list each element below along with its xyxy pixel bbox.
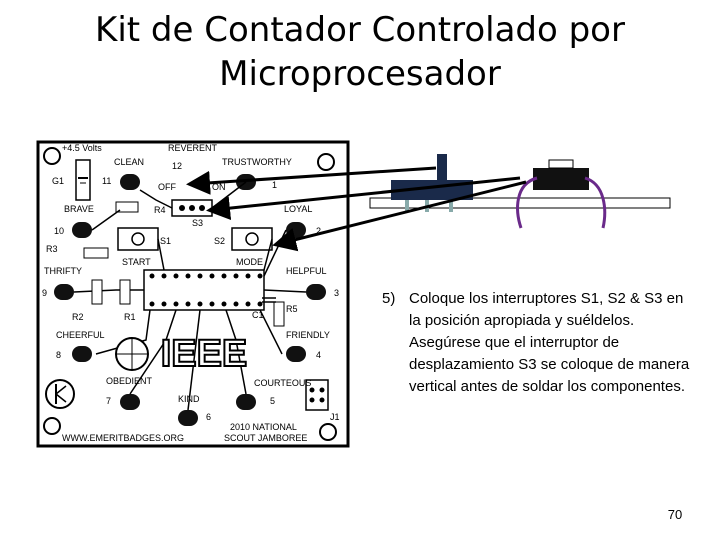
label-n6: 6 bbox=[206, 412, 211, 422]
label-clean: CLEAN bbox=[114, 157, 144, 167]
label-r2: R2 bbox=[72, 312, 84, 322]
label-n11: 11 bbox=[102, 176, 111, 186]
label-brave: BRAVE bbox=[64, 204, 94, 214]
label-n1: 1 bbox=[272, 180, 277, 190]
label-r5: R5 bbox=[286, 304, 298, 314]
r4-resistor bbox=[115, 201, 139, 213]
label-kind: KIND bbox=[178, 394, 200, 404]
led-5-icon bbox=[236, 394, 256, 410]
label-thrifty: THRIFTY bbox=[44, 266, 82, 276]
r5-resistor bbox=[273, 301, 285, 327]
label-s2: S2 bbox=[214, 236, 225, 246]
pushbutton-icon bbox=[533, 168, 589, 190]
label-on: ON bbox=[212, 182, 226, 192]
page-number: 70 bbox=[667, 507, 683, 522]
ieee-logo: IEEE bbox=[115, 332, 248, 376]
label-off: OFF bbox=[158, 182, 176, 192]
r3-resistor bbox=[83, 247, 109, 259]
label-n4: 4 bbox=[316, 350, 321, 360]
label-courteous: COURTEOUS bbox=[254, 378, 311, 388]
mounting-hole-icon bbox=[43, 147, 61, 165]
slide-switch-s3-icon bbox=[391, 180, 473, 200]
label-helpful: HELPFUL bbox=[286, 266, 327, 276]
label-j1: J1 bbox=[330, 412, 340, 422]
s1-button-footprint bbox=[117, 227, 159, 251]
led-9-icon bbox=[54, 284, 74, 300]
led-2-icon bbox=[286, 222, 306, 238]
label-n10: 10 bbox=[54, 226, 64, 236]
pushbutton-leg-right bbox=[584, 176, 607, 229]
battery-icon bbox=[75, 159, 91, 201]
label-website: WWW.EMERITBADGES.ORG bbox=[62, 433, 184, 443]
pcb-board-illustration: IEEE +4.5 Volts REVERENT CLEAN TRUSTWORT… bbox=[36, 140, 350, 448]
pushbutton-cap-icon bbox=[548, 159, 574, 169]
label-n3: 3 bbox=[334, 288, 339, 298]
label-event-line-2: SCOUT JAMBOREE bbox=[224, 433, 307, 443]
label-r1: R1 bbox=[124, 312, 136, 322]
led-7-icon bbox=[120, 394, 140, 410]
instruction-step: 5) Coloque los interruptores S1, S2 & S3… bbox=[382, 288, 694, 398]
step-text: Coloque los interruptores S1, S2 & S3 en… bbox=[409, 290, 690, 395]
ieee-text: IEEE bbox=[161, 333, 248, 375]
label-n12: 12 bbox=[172, 161, 182, 171]
label-loyal: LOYAL bbox=[284, 204, 312, 214]
label-n7: 7 bbox=[106, 396, 111, 406]
step-number: 5) bbox=[382, 290, 396, 307]
slide-switch-lever-icon bbox=[437, 154, 447, 182]
label-start: START bbox=[122, 257, 151, 267]
r2-resistor bbox=[91, 279, 103, 305]
led-10-icon bbox=[72, 222, 92, 238]
label-obedient: OBEDIENT bbox=[106, 376, 153, 386]
r1-resistor bbox=[119, 279, 131, 305]
label-n8: 8 bbox=[56, 350, 61, 360]
mounting-hole-icon bbox=[317, 153, 335, 171]
led-6-icon bbox=[178, 410, 198, 426]
label-n2: 2 bbox=[316, 226, 321, 236]
mounting-hole-icon bbox=[43, 417, 61, 435]
label-r3: R3 bbox=[46, 244, 58, 254]
label-mode: MODE bbox=[236, 257, 263, 267]
label-event-line-1: 2010 NATIONAL bbox=[230, 422, 297, 432]
led-4-icon bbox=[286, 346, 306, 362]
led-12-icon bbox=[120, 174, 140, 190]
slide-title: Kit de Contador Controlado por Microproc… bbox=[0, 8, 720, 96]
label-trustworthy: TRUSTWORTHY bbox=[222, 157, 292, 167]
transistor-icon bbox=[45, 379, 75, 409]
label-s3: S3 bbox=[192, 218, 203, 228]
mounting-hole-icon bbox=[319, 423, 337, 441]
label-cheerful: CHEERFUL bbox=[56, 330, 105, 340]
switch-side-view-illustration bbox=[369, 154, 671, 229]
label-s1: S1 bbox=[160, 236, 171, 246]
label-voltage: +4.5 Volts bbox=[62, 143, 102, 153]
label-c1: C1 bbox=[252, 310, 264, 320]
label-reverent: REVERENT bbox=[168, 143, 218, 153]
label-friendly: FRIENDLY bbox=[286, 330, 330, 340]
led-8-icon bbox=[72, 346, 92, 362]
title-line-1: Kit de Contador Controlado por bbox=[95, 10, 625, 50]
j1-connector bbox=[305, 379, 329, 411]
s2-button-footprint bbox=[231, 227, 273, 251]
led-3-icon bbox=[306, 284, 326, 300]
label-r4: R4 bbox=[154, 205, 166, 215]
label-g1: G1 bbox=[52, 176, 64, 186]
pcb-traces bbox=[73, 181, 307, 411]
label-n9: 9 bbox=[42, 288, 47, 298]
label-n5: 5 bbox=[270, 396, 275, 406]
title-line-2: Microprocesador bbox=[219, 54, 501, 94]
